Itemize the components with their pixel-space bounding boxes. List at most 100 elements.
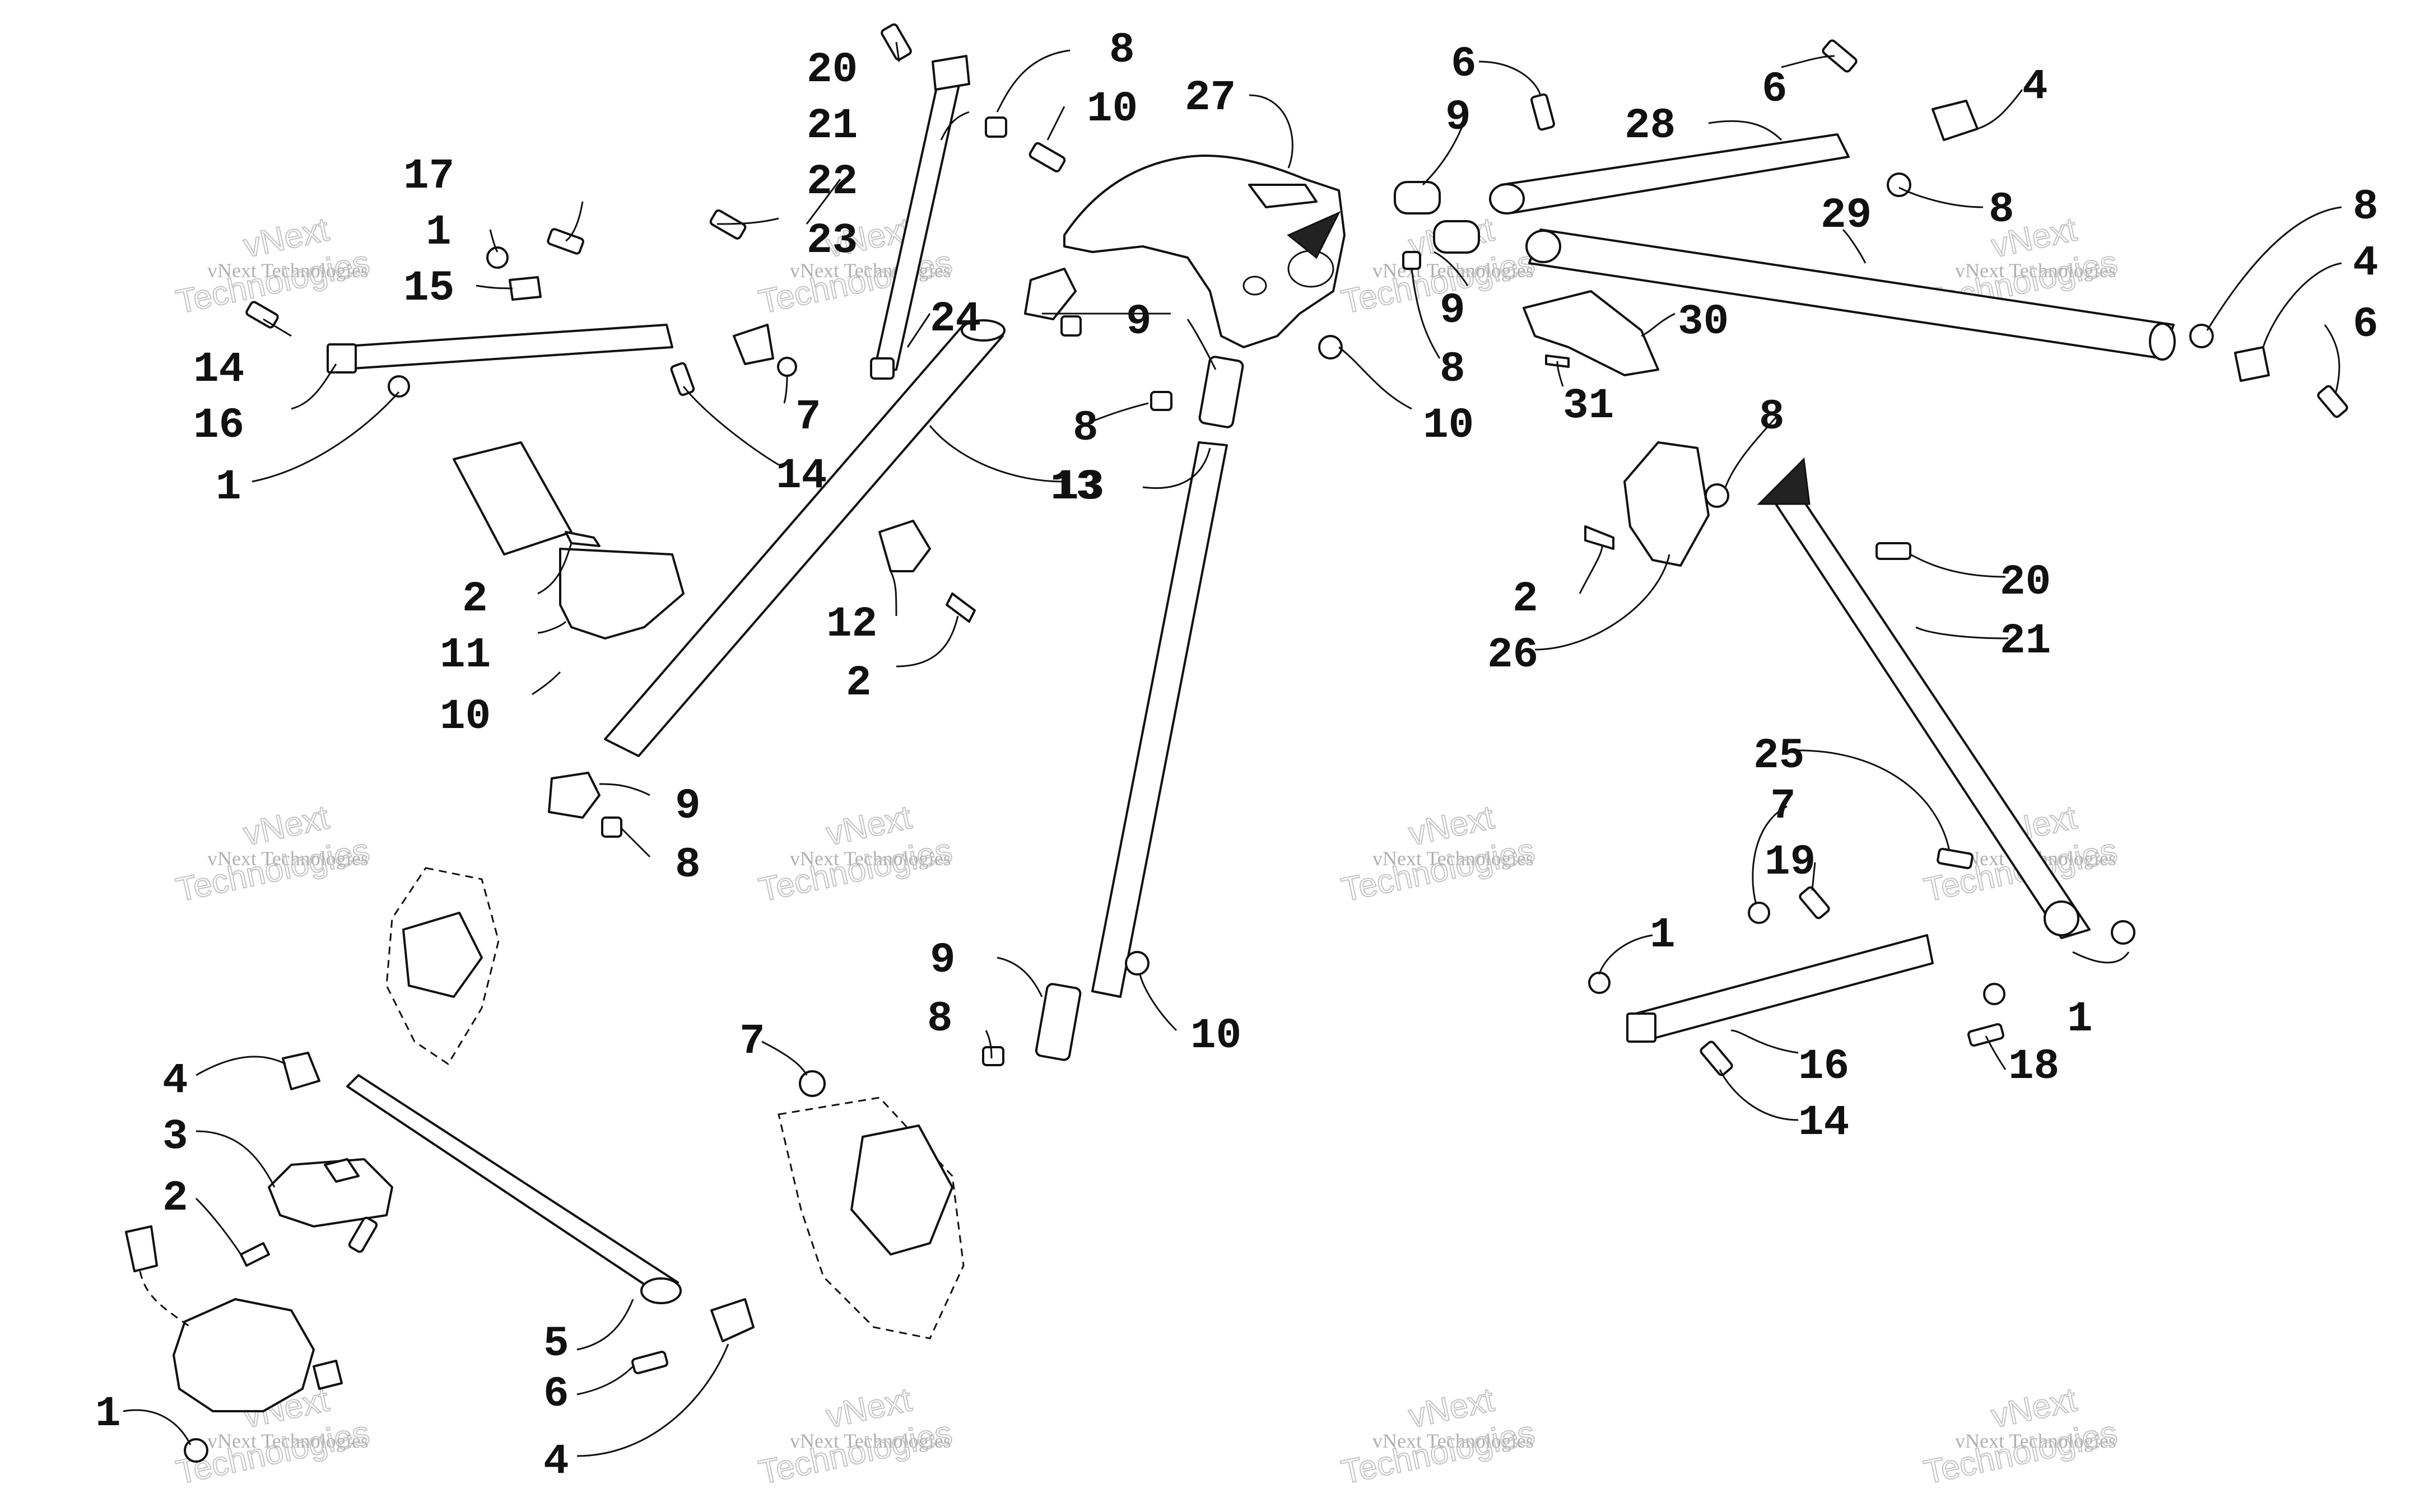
right-strut-bolt-25	[1937, 847, 1974, 870]
tube-bolt-10	[1125, 951, 1150, 976]
callout-8-farright: 8	[2353, 183, 2379, 231]
callout-16-left: 16	[193, 402, 244, 450]
callout-31: 31	[1563, 382, 1614, 430]
callout-10-head: 10	[1423, 402, 1474, 450]
callout-8-right: 8	[1440, 346, 1465, 394]
upper-left-nut-1	[388, 375, 410, 398]
callout-1-left: 1	[216, 463, 241, 511]
strut-bolt-10-top	[1028, 142, 1066, 172]
callout-13-left: 13	[1050, 463, 1101, 511]
upper-left-bar	[329, 324, 673, 371]
callout-4-bottom: 4	[543, 1438, 569, 1486]
callout-6-farright: 6	[2353, 301, 2379, 349]
right-nut-8-mid	[1402, 251, 1421, 270]
steering-head-bore	[1242, 276, 1267, 296]
rivet-2-right	[1584, 525, 1614, 550]
callout-10-lower: 10	[1190, 1012, 1241, 1060]
callout-2-module: 2	[462, 575, 488, 623]
callout-4-left: 4	[162, 1057, 188, 1105]
callout-14-mid: 14	[776, 452, 827, 500]
callout-10-top: 10	[1087, 85, 1138, 133]
callout-9-left: 9	[675, 782, 701, 830]
bolt-6-bottom	[631, 1351, 668, 1374]
callout-5: 5	[543, 1320, 569, 1368]
watermark-text-small: vNext Technologies	[207, 847, 369, 870]
upper-left-nut-1b	[486, 246, 509, 269]
callout-22: 22	[807, 158, 858, 206]
bracket-bolt	[348, 1216, 378, 1253]
upper-nut-8	[1060, 315, 1082, 337]
callout-20-top: 20	[807, 46, 858, 94]
steering-head-hole	[1287, 250, 1334, 288]
callout-26: 26	[1487, 631, 1538, 679]
tube-collar-upper	[1198, 356, 1244, 428]
callout-10-left: 10	[440, 693, 491, 741]
bracket-30	[1523, 290, 1659, 376]
watermark-text-small: vNext Technologies	[1372, 1430, 1534, 1452]
end-cap-4-right	[2234, 346, 2270, 382]
end-cap-4-top	[282, 1052, 320, 1090]
rivet-2-bracket	[240, 1242, 270, 1267]
upper-bracket-9	[1024, 268, 1077, 320]
callout-9-right: 9	[1440, 287, 1465, 335]
callout-3: 3	[162, 1113, 188, 1161]
upper-left-bar-end	[327, 343, 357, 374]
actuator-wire	[139, 1271, 191, 1328]
left-lower-mount	[385, 867, 500, 1066]
watermark-text-small: vNext Technologies	[790, 259, 951, 282]
callout-14-left: 14	[193, 346, 244, 394]
lower-right-bolt-18	[1967, 1023, 2004, 1047]
end-cap-4-bottom	[710, 1298, 755, 1342]
callout-23: 23	[807, 217, 858, 265]
tube-29-end	[1525, 230, 1561, 263]
main-tube-left	[604, 324, 1004, 757]
bushing-9-top	[1394, 181, 1441, 214]
right-strut-nut-8	[1705, 483, 1729, 508]
callout-8-top: 8	[1109, 26, 1135, 74]
callout-6-top: 6	[1451, 40, 1477, 88]
actuator-connector	[125, 1225, 158, 1272]
tube-29-far-end	[2149, 323, 2176, 361]
callout-21-right: 21	[2000, 617, 2051, 665]
leader-lines	[123, 41, 2342, 1457]
callout-8-left: 8	[675, 841, 701, 889]
main-tube-right	[1091, 441, 1228, 998]
callout-8-lower: 8	[927, 995, 953, 1043]
callout-9-mid: 9	[1126, 298, 1152, 346]
watermark-text-small: vNext Technologies	[207, 1430, 369, 1452]
right-strut-nut-1	[2111, 920, 2135, 945]
watermark-text-small: vNext Technologies	[790, 847, 951, 870]
callout-27: 27	[1185, 74, 1236, 122]
callout-19: 19	[1765, 838, 1816, 886]
module-rivet-2	[565, 531, 601, 547]
callout-1-upperleft: 1	[426, 208, 452, 256]
upper-left-clip-15	[509, 276, 542, 301]
callout-18: 18	[2008, 1043, 2059, 1091]
upper-left-bolt-17	[547, 228, 584, 255]
bushing-9-bottom	[1433, 220, 1480, 254]
tube-collar-lower	[1035, 983, 1082, 1061]
actuator-motor	[173, 1298, 315, 1412]
steering-head-tab	[1248, 184, 1318, 208]
left-lower-mount-solid	[402, 912, 483, 998]
right-bolt-6-top	[1530, 93, 1555, 131]
marker-arrow-right	[1757, 457, 1811, 505]
bracket-3	[268, 1158, 393, 1228]
lower-right-bolt-14	[1700, 1040, 1733, 1076]
upper-left-nut-7	[777, 357, 797, 377]
center-lower-mount	[778, 1096, 965, 1340]
callout-8-mid: 8	[1073, 404, 1099, 452]
callout-7-right: 7	[1770, 782, 1796, 830]
bottom-crossbar-end	[640, 1277, 682, 1304]
callout-2-bottom: 2	[162, 1174, 188, 1222]
actuator-plug	[313, 1360, 343, 1390]
tube-nut-upper	[1150, 391, 1172, 411]
lower-nut-8	[601, 816, 622, 838]
callout-8-upperright: 8	[1989, 186, 2014, 234]
callout-1-bottom: 1	[95, 1390, 121, 1438]
lower-right-bolt-19	[1799, 886, 1830, 920]
